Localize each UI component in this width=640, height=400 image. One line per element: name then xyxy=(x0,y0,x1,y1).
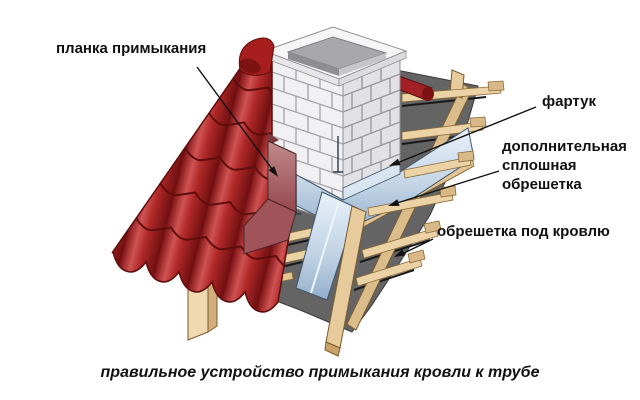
annotation-flashing-strip: планка примыкания xyxy=(56,40,207,57)
flashing-strip xyxy=(243,133,297,255)
roof-battens-lower xyxy=(355,150,475,287)
rafter-post-center xyxy=(324,205,367,357)
ridge-cap xyxy=(238,37,275,76)
leader-arrows xyxy=(196,66,537,257)
annotation-roof-sheathing: обрешетка под кровлю xyxy=(437,223,610,240)
figure-caption: правильное устройство примыкания кровли … xyxy=(100,364,540,381)
chimney-top xyxy=(262,26,408,87)
apron-channel xyxy=(295,191,358,301)
annotation-apron: фартук xyxy=(542,93,597,110)
annotation-additional-solid-sheathing: дополнительная сплошная обрешетка xyxy=(502,138,627,193)
